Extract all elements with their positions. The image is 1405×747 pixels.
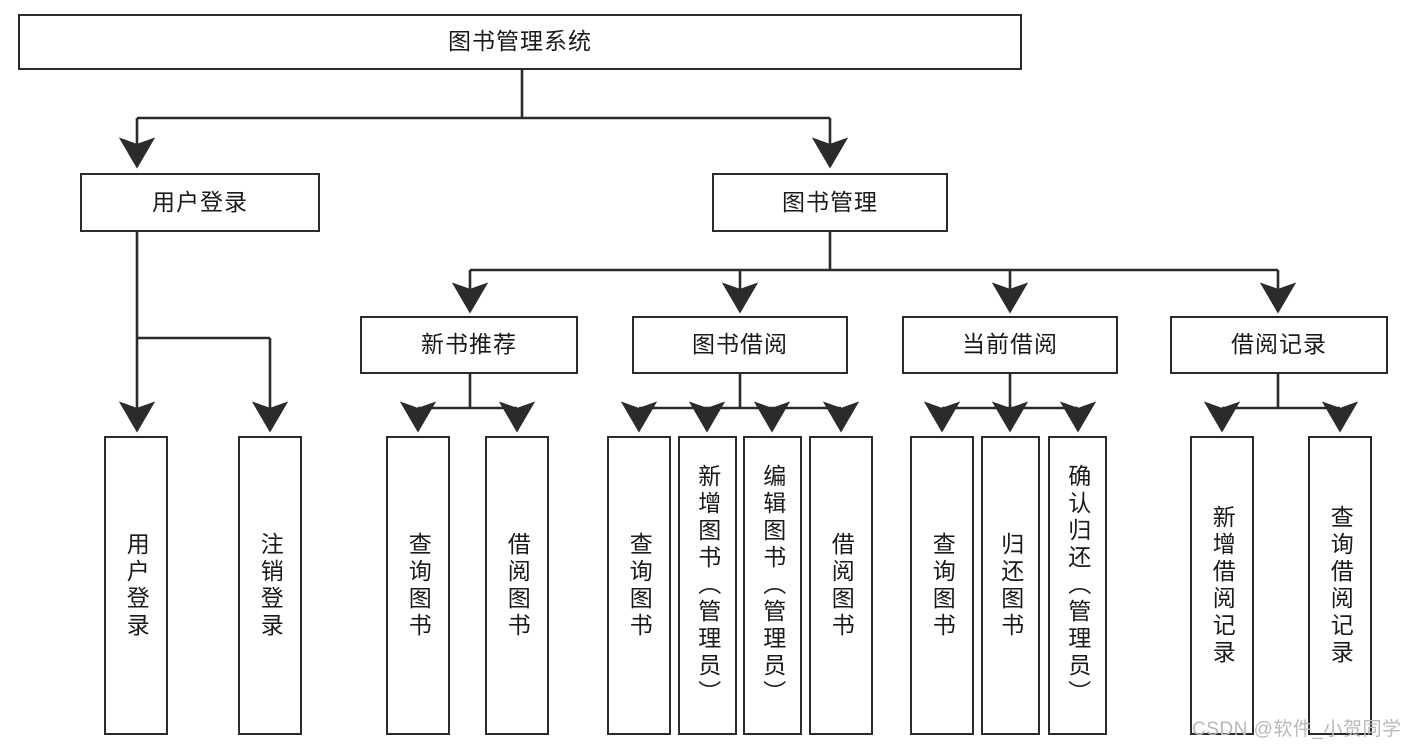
leaf-label: 注销登录 xyxy=(257,531,284,640)
leaf-label: 借阅图书 xyxy=(828,531,855,640)
leaf-current-borrow-2[interactable]: 确认归还（管理员） xyxy=(1048,436,1107,735)
node-current-borrow[interactable]: 当前借阅 xyxy=(902,316,1118,374)
leaf-label: 编辑图书（管理员） xyxy=(759,464,786,707)
node-root[interactable]: 图书管理系统 xyxy=(18,14,1022,70)
leaf-label: 查询图书 xyxy=(405,531,432,640)
leaf-new-book-recommend-1[interactable]: 借阅图书 xyxy=(485,436,549,735)
leaf-current-borrow-0[interactable]: 查询图书 xyxy=(910,436,974,735)
node-new-book-recommend-label: 新书推荐 xyxy=(421,331,517,358)
csdn-watermark: CSDN @软件_小贺同学 xyxy=(1192,719,1402,740)
leaf-current-borrow-1[interactable]: 归还图书 xyxy=(981,436,1040,735)
leaf-label: 新增图书（管理员） xyxy=(694,464,721,707)
node-new-book-recommend[interactable]: 新书推荐 xyxy=(360,316,578,374)
leaf-borrow-record-0[interactable]: 新增借阅记录 xyxy=(1190,436,1254,735)
leaf-label: 借阅图书 xyxy=(504,531,531,640)
node-borrow-record[interactable]: 借阅记录 xyxy=(1170,316,1388,374)
leaf-book-borrow-2[interactable]: 编辑图书（管理员） xyxy=(743,436,802,735)
leaf-label: 查询图书 xyxy=(929,531,956,640)
leaf-user-login-1[interactable]: 注销登录 xyxy=(238,436,302,735)
node-current-borrow-label: 当前借阅 xyxy=(962,331,1058,358)
node-book-manage[interactable]: 图书管理 xyxy=(712,173,948,232)
leaf-borrow-record-1[interactable]: 查询借阅记录 xyxy=(1308,436,1372,735)
node-borrow-record-label: 借阅记录 xyxy=(1231,331,1327,358)
node-user-login-label: 用户登录 xyxy=(152,188,248,215)
node-book-borrow-label: 图书借阅 xyxy=(692,331,788,358)
leaf-book-borrow-3[interactable]: 借阅图书 xyxy=(809,436,873,735)
node-book-borrow[interactable]: 图书借阅 xyxy=(632,316,848,374)
leaf-label: 确认归还（管理员） xyxy=(1064,464,1091,707)
node-user-login[interactable]: 用户登录 xyxy=(80,173,320,232)
leaf-user-login-0[interactable]: 用户登录 xyxy=(104,436,168,735)
leaf-label: 新增借阅记录 xyxy=(1209,504,1236,667)
leaf-new-book-recommend-0[interactable]: 查询图书 xyxy=(386,436,450,735)
leaf-book-borrow-0[interactable]: 查询图书 xyxy=(607,436,671,735)
leaf-label: 查询借阅记录 xyxy=(1327,504,1354,667)
node-root-label: 图书管理系统 xyxy=(448,28,592,55)
leaf-label: 用户登录 xyxy=(123,531,150,640)
node-book-manage-label: 图书管理 xyxy=(782,188,878,215)
leaf-book-borrow-1[interactable]: 新增图书（管理员） xyxy=(678,436,737,735)
leaf-label: 归还图书 xyxy=(997,531,1024,640)
leaf-label: 查询图书 xyxy=(626,531,653,640)
